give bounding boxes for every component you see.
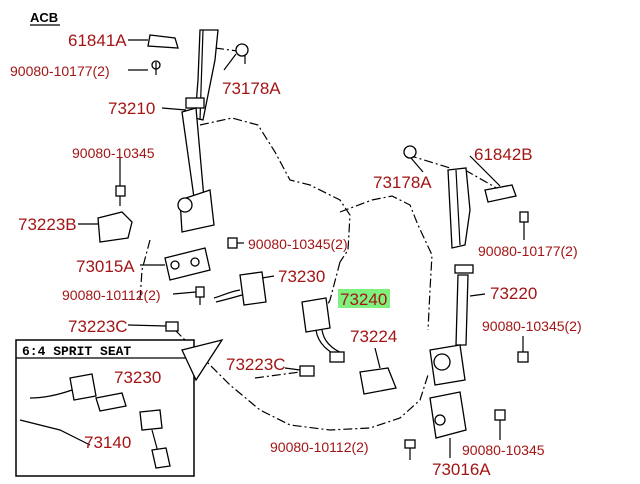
inset-title: 6:4 SPRIT SEAT <box>22 344 131 359</box>
label-inset-73230[interactable]: 73230 <box>114 368 161 387</box>
label-73220[interactable]: 73220 <box>490 284 537 303</box>
label-73223c-left[interactable]: 73223C <box>68 317 128 336</box>
buckle-73240 <box>301 297 345 363</box>
label-73230[interactable]: 73230 <box>278 267 325 286</box>
bolt-left <box>115 185 126 206</box>
label-90080-10345-left[interactable]: 90080-10345 <box>72 145 155 161</box>
label-73224[interactable]: 73224 <box>350 327 397 346</box>
label-73016a[interactable]: 73016A <box>432 460 491 479</box>
label-73240[interactable]: 73240 <box>340 290 387 309</box>
label-90080-10177-left[interactable]: 90080-10177(2) <box>10 63 110 79</box>
label-90080-10345-2-right[interactable]: 90080-10345(2) <box>482 318 582 334</box>
left-belt-assembly <box>147 29 249 281</box>
label-73223c-center[interactable]: 73223C <box>226 355 286 374</box>
label-90080-10345-2-center[interactable]: 90080-10345(2) <box>248 236 348 252</box>
label-90080-10177-right[interactable]: 90080-10177(2) <box>478 243 578 259</box>
belt-cover-73224 <box>359 367 397 395</box>
label-61841a[interactable]: 61841A <box>68 31 127 50</box>
label-73210[interactable]: 73210 <box>108 99 155 118</box>
diagram-header: ACB <box>30 10 58 25</box>
inset-split-seat <box>15 338 224 477</box>
leader-lines <box>78 39 525 460</box>
right-belt-assembly <box>403 145 529 449</box>
label-73178a-right[interactable]: 73178A <box>373 173 432 192</box>
buckle-73230 <box>213 271 267 306</box>
bolt-73223c-left <box>165 321 179 332</box>
label-inset-73140[interactable]: 73140 <box>84 433 131 452</box>
label-73015a[interactable]: 73015A <box>76 257 135 276</box>
bolt-73223c-center <box>299 365 315 377</box>
label-73223b[interactable]: 73223B <box>18 215 77 234</box>
label-61842b[interactable]: 61842B <box>474 145 533 164</box>
label-73178a-left[interactable]: 73178A <box>222 79 281 98</box>
belt-cover-73223b <box>97 211 133 243</box>
bolt-center <box>227 237 238 249</box>
bolt-lower-left <box>195 286 205 305</box>
highlight-73240 <box>338 289 390 308</box>
label-90080-10345-bottom[interactable]: 90080-10345 <box>462 442 545 458</box>
label-90080-10112-left[interactable]: 90080-10112(2) <box>62 287 161 303</box>
label-90080-10112-bottom[interactable]: 90080-10112(2) <box>270 439 369 455</box>
part-labels: 61841A 90080-10177(2) 73178A 73210 90080… <box>10 31 582 479</box>
